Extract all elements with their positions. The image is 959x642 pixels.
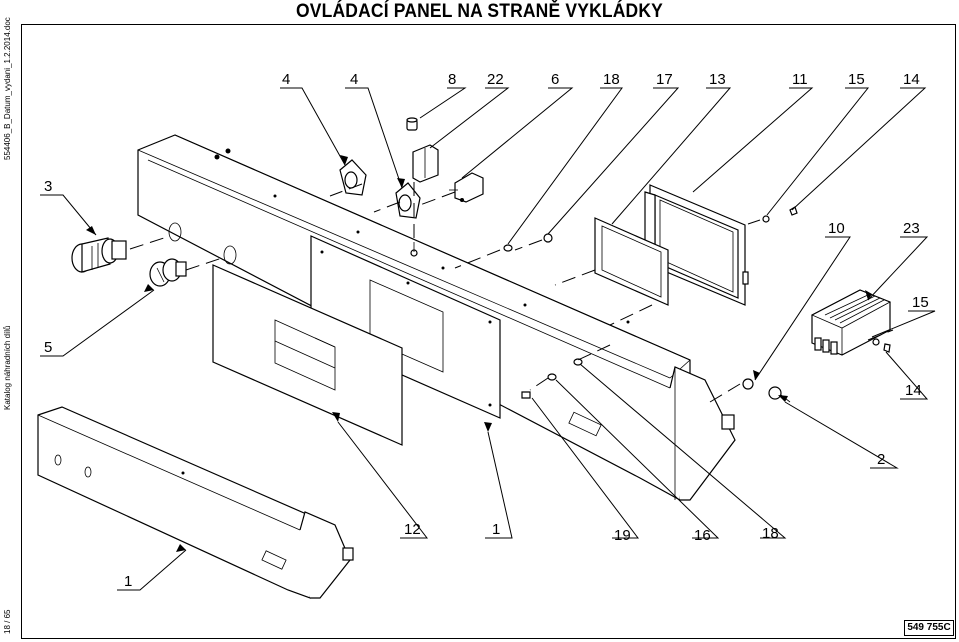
callout-label: 3 (44, 178, 52, 195)
callout-label: 13 (709, 71, 726, 88)
callout-label: 17 (656, 71, 673, 88)
callout-label: 22 (487, 71, 504, 88)
callout-label: 18 (762, 525, 779, 542)
callout-label: 1 (124, 573, 132, 590)
callout-labels: 4 4 8 22 6 18 17 13 11 15 14 3 10 23 15 … (44, 71, 929, 590)
cap-knob (406, 117, 418, 131)
callout-label: 10 (828, 220, 845, 237)
callout-label: 19 (614, 527, 631, 544)
callout-label: 15 (848, 71, 865, 88)
page-title: OVLÁDACÍ PANEL NA STRANĚ VYKLÁDKY (295, 1, 664, 22)
holder-clip-right (395, 182, 421, 219)
callout-label: 14 (905, 382, 922, 399)
callout-label: 16 (694, 527, 711, 544)
callout-label: 12 (404, 521, 421, 538)
relay-module (811, 289, 891, 356)
callout-label: 4 (350, 71, 358, 88)
callout-label: 8 (448, 71, 456, 88)
callout-label: 4 (282, 71, 290, 88)
membrane-plate (212, 264, 403, 446)
terminal-block (449, 172, 484, 203)
callout-label: 14 (903, 71, 920, 88)
callout-label: 11 (792, 71, 808, 88)
leader-lines (40, 87, 936, 591)
callout-label: 6 (551, 71, 559, 88)
drawing-number: 549 755C (904, 620, 954, 636)
push-button (71, 237, 127, 273)
arrowheads (86, 155, 872, 552)
callout-label: 23 (903, 220, 920, 237)
callout-label: 2 (877, 451, 885, 468)
callout-label: 18 (603, 71, 620, 88)
display-frame (594, 217, 669, 306)
bracket-part (412, 144, 439, 183)
callout-label: 1 (492, 521, 500, 538)
selector-switch (149, 258, 187, 287)
callout-label: 5 (44, 339, 52, 356)
holder-clip-left (339, 159, 367, 196)
assembly-lines (129, 182, 894, 403)
drawing-frame (21, 24, 956, 639)
callout-label: 15 (912, 294, 929, 311)
control-panel-lower (37, 406, 354, 599)
